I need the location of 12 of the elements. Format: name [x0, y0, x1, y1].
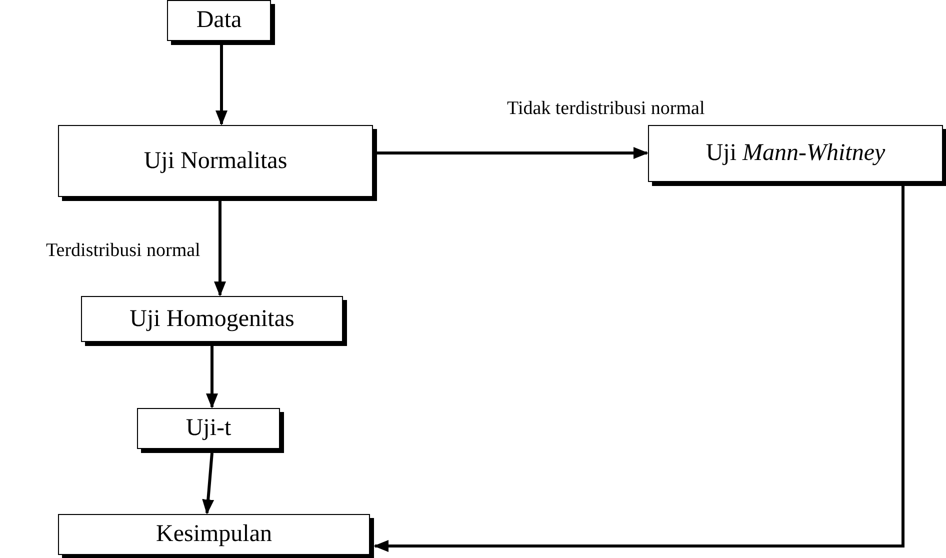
node-label: Uji Mann-Whitney — [706, 140, 886, 167]
arrow — [216, 45, 228, 126]
arrow — [202, 452, 214, 514]
node-label: Data — [196, 7, 242, 34]
node-label: Kesimpulan — [156, 521, 272, 548]
arrow — [206, 346, 218, 408]
arrow — [214, 201, 226, 296]
node-label: Uji-t — [186, 415, 232, 442]
arrow — [377, 147, 648, 159]
node-label: Uji Normalitas — [144, 148, 288, 174]
arrow — [374, 186, 904, 552]
node-label: Uji Homogenitas — [130, 306, 294, 332]
